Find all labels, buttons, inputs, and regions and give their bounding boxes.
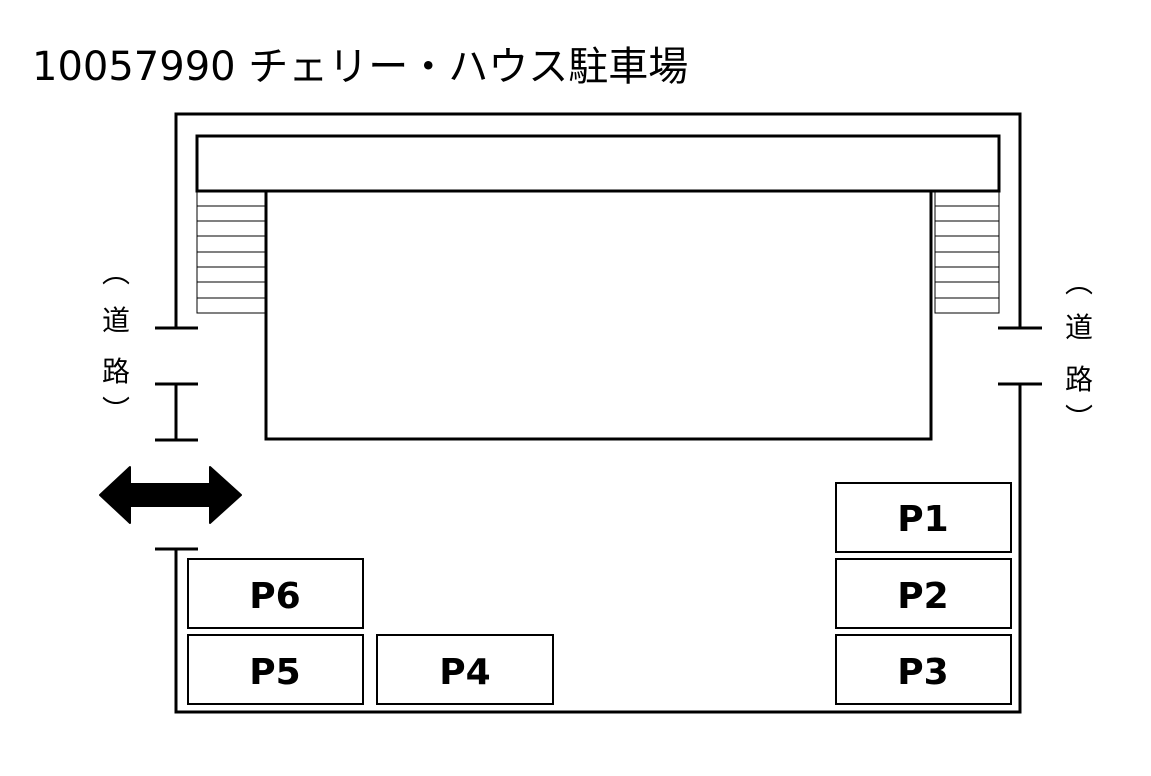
- parking-space-label: P1: [897, 499, 948, 540]
- building-top-corridor: [195, 134, 1001, 193]
- page-title: 10057990 チェリー・ハウス駐車場: [32, 44, 689, 90]
- parking-space-label: P4: [439, 652, 490, 693]
- left-stairs: [196, 190, 267, 314]
- parking-space-p3: P3: [835, 634, 1012, 705]
- parking-space-label: P3: [897, 652, 948, 693]
- right-stairs: [934, 190, 1000, 314]
- road-paren-close: ︶: [102, 394, 130, 427]
- road-char: 道: [102, 304, 130, 337]
- parking-space-p4: P4: [376, 634, 554, 705]
- right-entrance-markers: [998, 326, 1042, 386]
- parking-space-label: P6: [249, 576, 300, 617]
- road-paren-open: ︵: [102, 256, 130, 289]
- road-paren-open: ︵: [1065, 266, 1093, 299]
- double-arrow-icon: [99, 466, 242, 524]
- road-paren-close: ︶: [1065, 402, 1093, 435]
- road-char: 路: [102, 355, 130, 388]
- road-label-right: ︵ 道 路 ︶: [1065, 266, 1093, 435]
- parking-space-p2: P2: [835, 558, 1012, 629]
- building-main: [264, 189, 933, 441]
- road-char: 路: [1065, 363, 1093, 396]
- parking-space-label: P5: [249, 652, 300, 693]
- parking-space-p1: P1: [835, 482, 1012, 553]
- parking-space-label: P2: [897, 576, 948, 617]
- lot-boundary: [174, 112, 1022, 714]
- road-label-left: ︵ 道 路 ︶: [102, 256, 130, 427]
- parking-space-p6: P6: [187, 558, 364, 629]
- road-char: 道: [1065, 311, 1093, 344]
- left-entrance-markers: [155, 326, 198, 551]
- parking-space-p5: P5: [187, 634, 364, 705]
